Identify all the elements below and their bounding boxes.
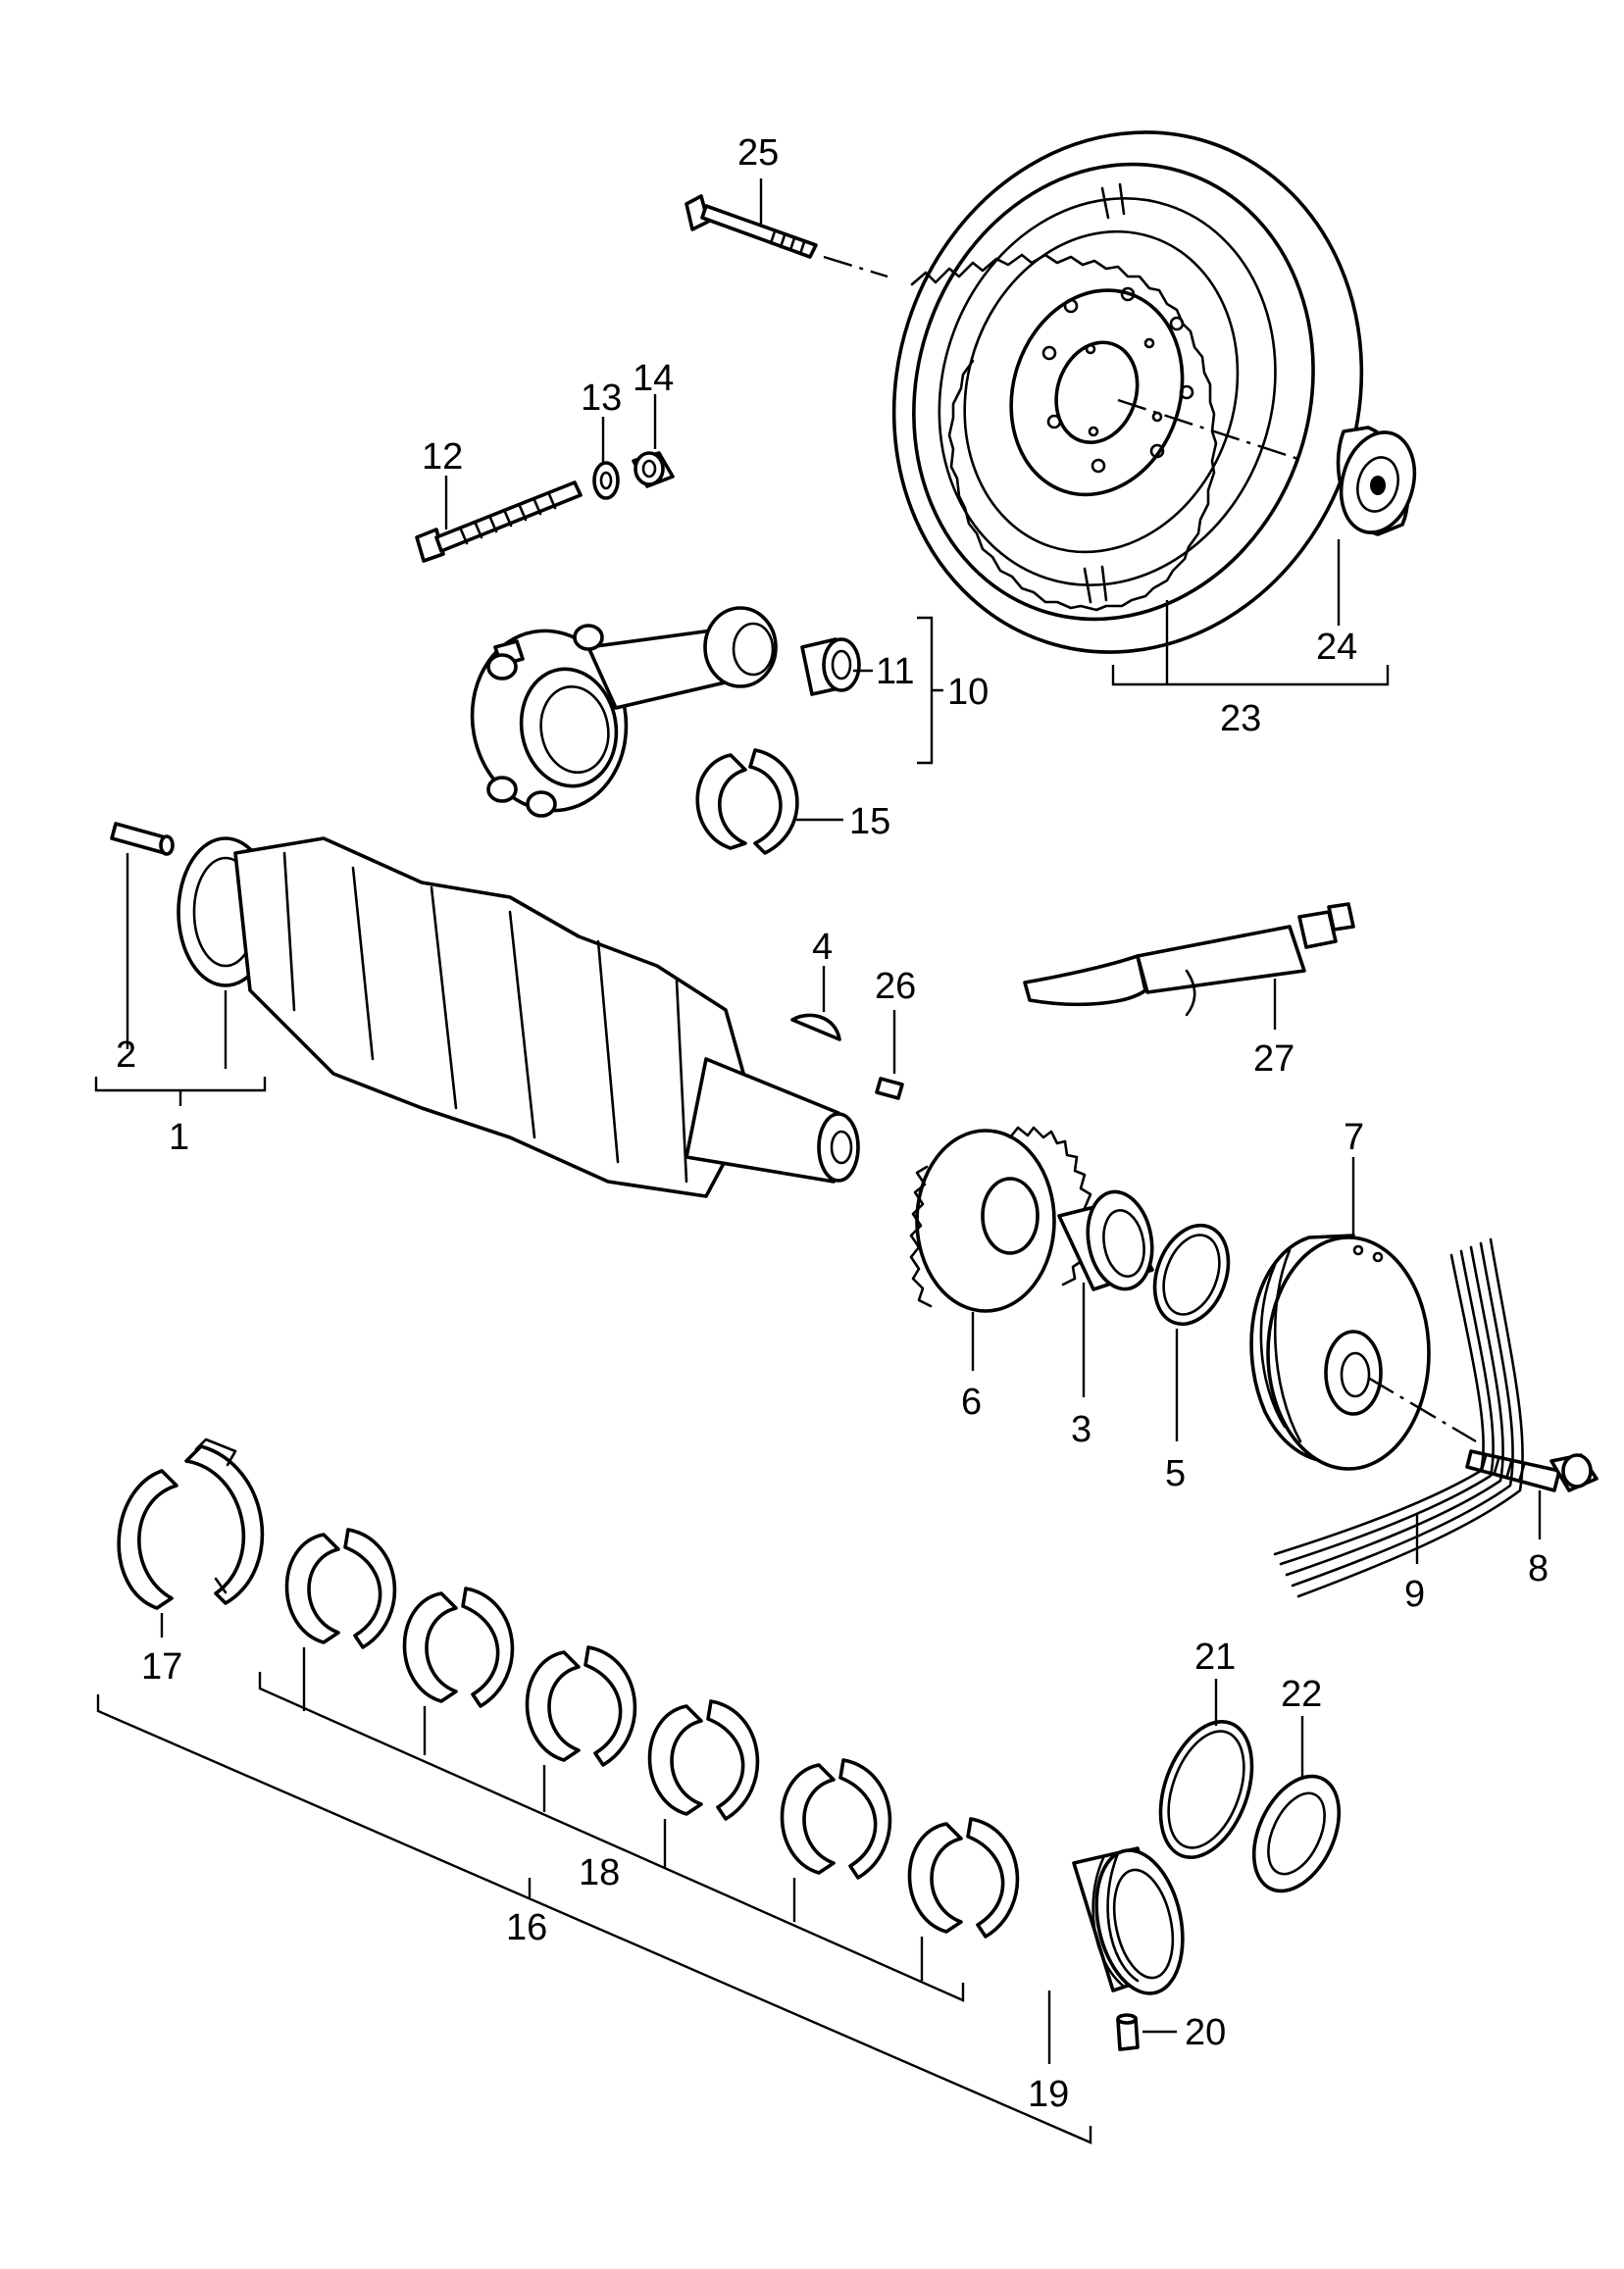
- label-part-23: 23: [1220, 698, 1261, 739]
- belt-pulley-drawing: [1249, 1234, 1431, 1471]
- sealant-tube-drawing: [1023, 902, 1355, 1017]
- label-part-21: 21: [1194, 1637, 1236, 1678]
- label-part-3: 3: [1071, 1409, 1091, 1450]
- main-bearing-shell-6: [907, 1817, 1020, 1939]
- main-bearing-shell-3: [525, 1645, 637, 1767]
- label-part-27: 27: [1253, 1038, 1294, 1080]
- label-part-17: 17: [141, 1646, 182, 1688]
- label-part-9: 9: [1404, 1574, 1425, 1615]
- label-part-7: 7: [1344, 1117, 1364, 1158]
- label-part-8: 8: [1528, 1548, 1548, 1589]
- conrod-bolt-drawing: [415, 480, 583, 563]
- label-part-12: 12: [422, 436, 463, 478]
- label-part-10: 10: [947, 672, 989, 713]
- conrod-bearing-drawing: [695, 748, 799, 855]
- label-part-25: 25: [737, 132, 779, 174]
- main-bearing-shell-5: [780, 1758, 892, 1880]
- flywheel-bolt-axis-line: [823, 255, 888, 278]
- label-part-22: 22: [1281, 1674, 1322, 1715]
- o-ring-drawing: [1158, 1720, 1254, 1859]
- snap-ring-drawing: [1152, 1223, 1231, 1327]
- label-part-1: 1: [169, 1117, 189, 1158]
- label-part-19: 19: [1028, 2074, 1069, 2115]
- label-part-14: 14: [633, 358, 674, 399]
- flywheel-bearing-axis-line: [1117, 398, 1305, 463]
- crank-sprocket-drawing: [909, 1126, 1094, 1313]
- label-part-11: 11: [876, 651, 914, 692]
- seal-ring-drawing: [1251, 1774, 1342, 1893]
- label-part-18: 18: [579, 1852, 620, 1893]
- woodruff-key-drawing: [790, 1013, 841, 1041]
- pulley-bolt-drawing: [1465, 1449, 1599, 1492]
- connecting-rod-drawing: [470, 606, 778, 818]
- intermediate-bearing-drawing: [1072, 1846, 1185, 1995]
- small-end-bushing-drawing: [800, 637, 861, 696]
- leader-lines: [94, 178, 1542, 2144]
- dowel-pin-drawing: [110, 822, 175, 856]
- pin-drawing: [875, 1077, 904, 1100]
- flywheel-drawing: [891, 130, 1364, 654]
- label-part-15: 15: [849, 801, 890, 842]
- pilot-bearing-drawing: [1336, 426, 1417, 536]
- locating-pin-drawing: [1116, 2013, 1140, 2051]
- callout-labels: 1 2 3 4 5 6 7 8 9 10 11 12 13 14 15 16 1…: [116, 132, 1548, 2115]
- main-bearing-shell-4: [647, 1699, 760, 1821]
- label-part-20: 20: [1185, 2012, 1226, 2053]
- main-bearing-shell-2: [402, 1587, 515, 1708]
- label-part-2: 2: [116, 1034, 136, 1076]
- washer-drawing: [592, 461, 620, 500]
- label-part-26: 26: [875, 966, 916, 1007]
- spacer-sleeve-drawing: [1057, 1189, 1154, 1291]
- pulley-bolt-axis-line: [1367, 1376, 1477, 1443]
- label-part-4: 4: [812, 927, 833, 968]
- label-part-24: 24: [1316, 627, 1357, 668]
- label-part-13: 13: [581, 378, 622, 419]
- label-part-5: 5: [1165, 1453, 1186, 1494]
- label-part-16: 16: [506, 1907, 547, 1948]
- label-part-6: 6: [961, 1382, 982, 1423]
- flywheel-bolt-drawing: [685, 194, 818, 259]
- crankshaft-drawing: [177, 836, 860, 1198]
- nut-drawing: [632, 451, 675, 488]
- main-bearing-shell-1: [284, 1528, 397, 1649]
- thrust-bearing-drawing: [117, 1437, 265, 1610]
- drive-belt-drawing: [1273, 1237, 1524, 1598]
